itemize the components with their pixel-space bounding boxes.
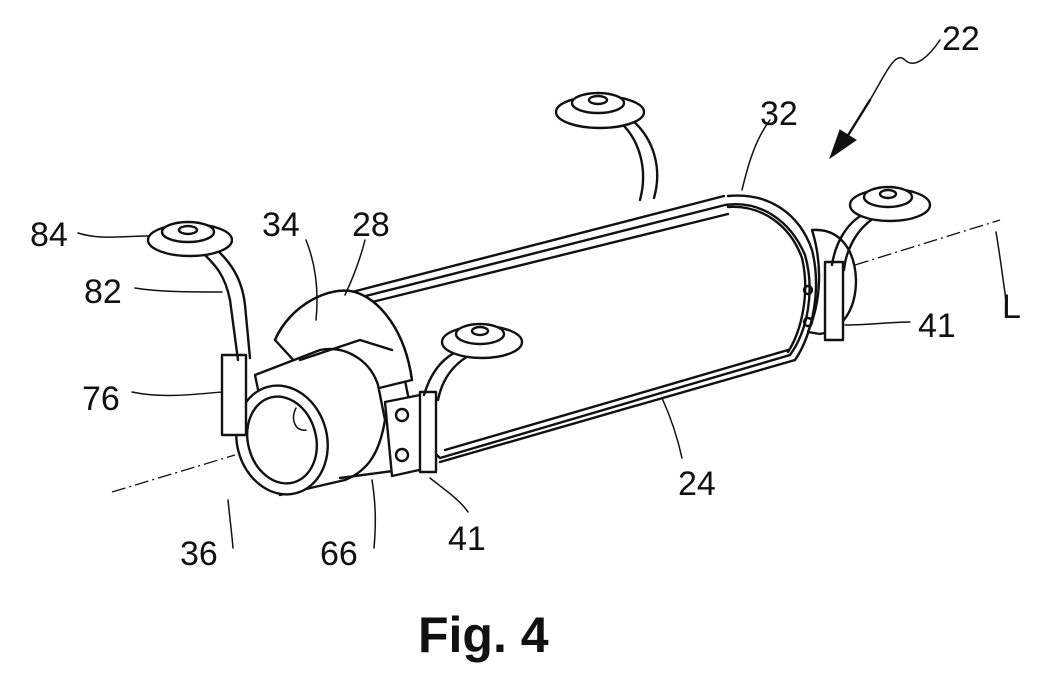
label-32: 32 bbox=[760, 95, 798, 133]
label-36: 36 bbox=[180, 535, 218, 573]
label-axis-L: L bbox=[1002, 288, 1021, 326]
figure-caption: Fig. 4 bbox=[418, 607, 549, 663]
label-82: 82 bbox=[84, 273, 122, 311]
bracket-41-bottom bbox=[385, 392, 436, 476]
label-41-right: 41 bbox=[918, 307, 956, 345]
label-24: 24 bbox=[678, 465, 716, 503]
ref-22-arrow bbox=[830, 100, 870, 158]
label-84: 84 bbox=[30, 216, 68, 254]
label-66: 66 bbox=[320, 535, 358, 573]
label-28: 28 bbox=[352, 206, 390, 244]
label-22: 22 bbox=[942, 20, 980, 58]
mounting-arm-top bbox=[556, 93, 657, 200]
label-76: 76 bbox=[82, 380, 120, 418]
label-34: 34 bbox=[262, 206, 300, 244]
label-41-bottom: 41 bbox=[448, 520, 486, 558]
bracket-76 bbox=[222, 355, 246, 435]
